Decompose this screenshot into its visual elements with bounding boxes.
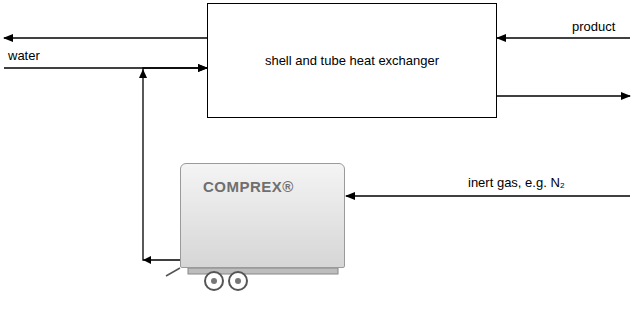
trailer-hitch <box>166 268 180 276</box>
outlet-line <box>4 37 207 38</box>
outlet-line <box>497 95 630 96</box>
flow-arrowhead <box>143 256 151 264</box>
wheel <box>205 272 223 290</box>
box-label: shell and tube heat exchanger <box>265 53 439 69</box>
compressor-unit: COMPREX® <box>180 163 345 268</box>
wheel <box>229 272 247 290</box>
gas-line <box>346 195 630 196</box>
wheel <box>211 278 217 284</box>
wheel <box>235 278 241 284</box>
product-line <box>497 37 630 38</box>
stream-label: inert gas, e.g. N₂ <box>468 175 565 191</box>
stream-label: water <box>8 48 40 64</box>
process-box: shell and tube heat exchanger <box>207 3 497 118</box>
stream-label: product <box>572 19 615 35</box>
brand-name: COMPREX® <box>203 178 344 195</box>
